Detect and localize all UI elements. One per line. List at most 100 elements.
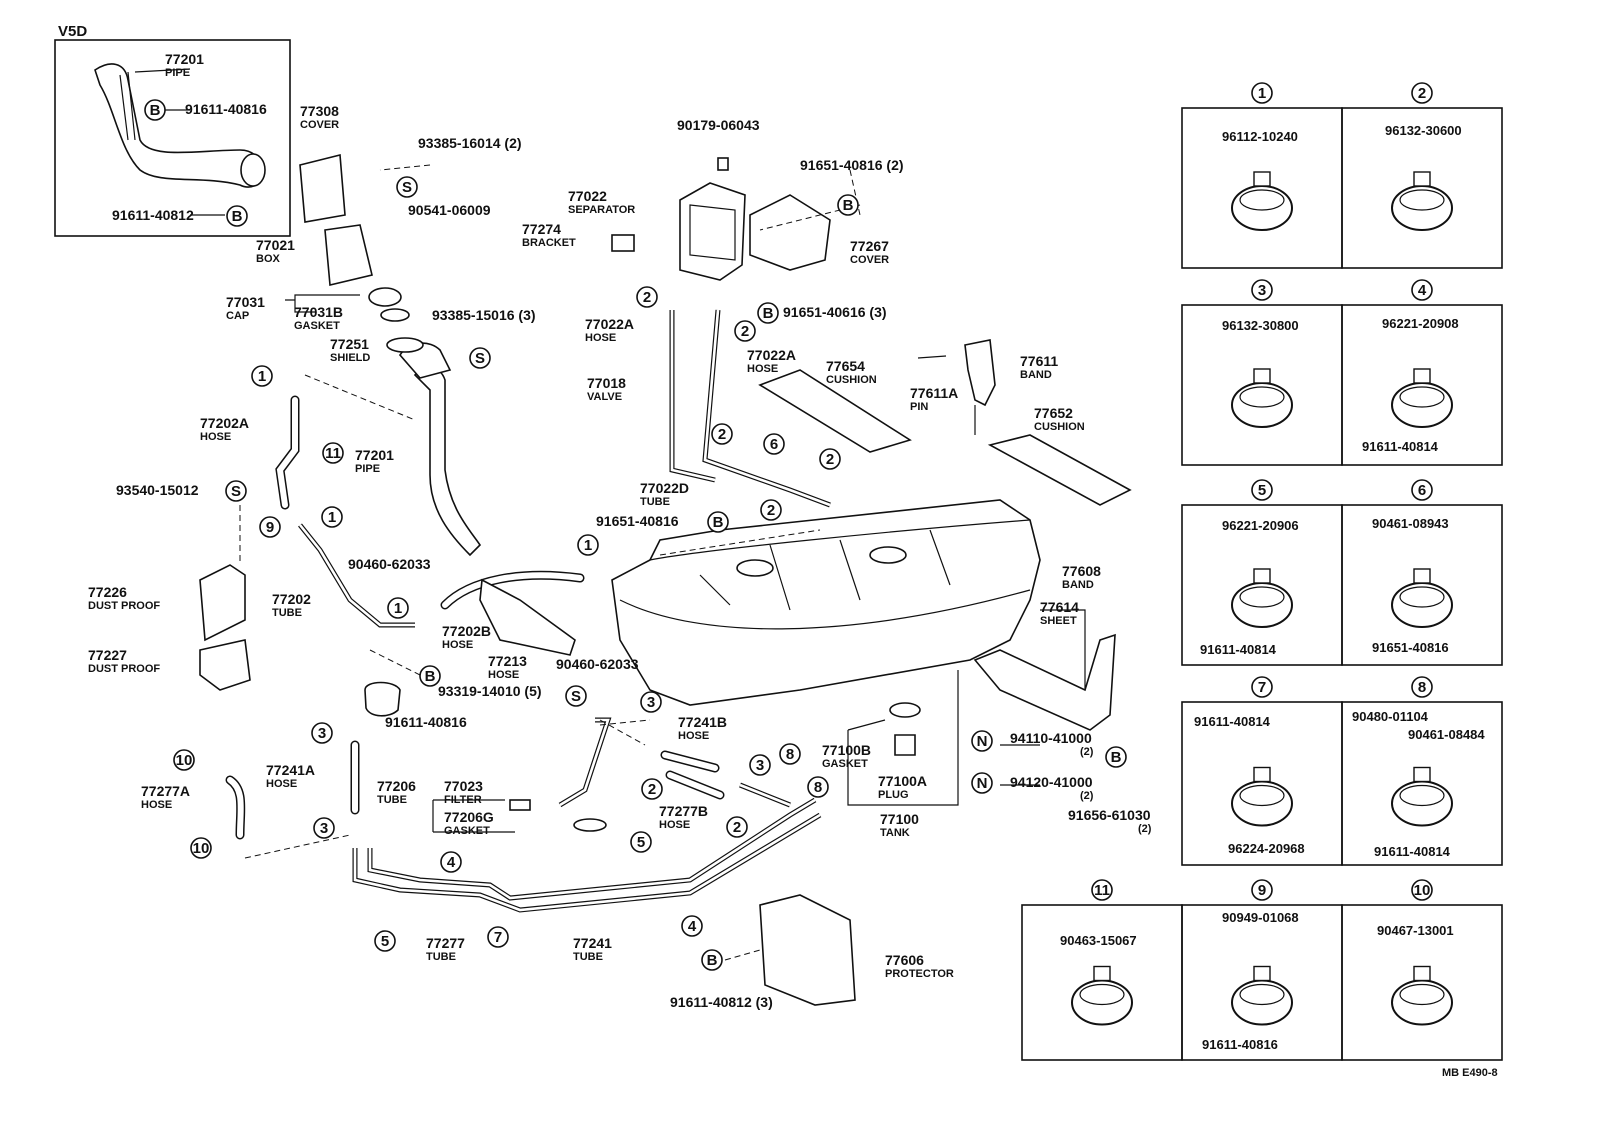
filler-pipe-main (299, 153, 482, 557)
cushion-77652 (987, 434, 1132, 506)
clamp-drawing (1391, 382, 1453, 428)
svg-text:6: 6 (1418, 482, 1426, 499)
svg-text:9: 9 (266, 519, 274, 536)
part-number-label: 77100B (822, 742, 871, 758)
clamp-ref-2-icon: 2 (819, 448, 841, 470)
svg-text:B: B (843, 197, 854, 214)
part-number-label: 77201 (355, 447, 394, 463)
tank-port-b (869, 546, 907, 564)
clamp-header-8-icon: 8 (1411, 676, 1433, 698)
part-name-label: HOSE (442, 639, 473, 651)
box-77021 (324, 224, 373, 286)
part-name-label: (2) (1080, 746, 1094, 758)
plug-77100a (894, 734, 916, 756)
svg-text:S: S (475, 350, 485, 367)
svg-text:S: S (402, 179, 412, 196)
clamp-drawing (1391, 780, 1453, 827)
svg-text:N: N (977, 775, 988, 792)
clamp-part-number: 90461-08484 (1408, 727, 1485, 742)
marker-s-icon: S (565, 685, 587, 707)
svg-text:2: 2 (741, 323, 749, 340)
tube-77206 (558, 717, 612, 808)
breather-line-inset (119, 71, 136, 141)
svg-text:2: 2 (1418, 85, 1426, 102)
part-number-label: 91611-40812 (3) (670, 994, 773, 1010)
svg-text:B: B (763, 305, 774, 322)
svg-text:1: 1 (258, 368, 266, 385)
part-name-label: VALVE (587, 391, 622, 403)
part-number-label: 77206G (444, 809, 494, 825)
pipe-77201 (413, 367, 482, 557)
part-number-label: 77202B (442, 623, 491, 639)
part-name-label: CUSHION (826, 374, 877, 386)
part-name-label: HOSE (747, 363, 778, 375)
clamp-part-number: 91611-40814 (1200, 642, 1277, 657)
separator-cover (749, 194, 831, 271)
svg-text:2: 2 (643, 289, 651, 306)
part-number-label: 91611-40812 (112, 207, 194, 223)
clamp-header-1-icon: 1 (1251, 82, 1273, 104)
clamp-ref-3-icon: 3 (640, 691, 662, 713)
part-name-label: PIPE (355, 463, 380, 475)
svg-text:11: 11 (325, 445, 341, 462)
part-name-label: BOX (256, 253, 281, 265)
part-name-label: FILTER (444, 794, 482, 806)
clamp-part-number: 91611-40814 (1362, 439, 1439, 454)
svg-text:3: 3 (1258, 282, 1266, 299)
separator-bracket (611, 234, 635, 252)
clamp-drawing (1231, 185, 1293, 231)
clamp-drawing (1391, 979, 1453, 1026)
clamp-header-10-icon: 10 (1411, 879, 1433, 901)
separator-cap (717, 157, 729, 171)
svg-text:5: 5 (381, 933, 389, 950)
band-77611 (964, 339, 996, 407)
clamp-ref-6-icon: 6 (763, 433, 785, 455)
clamp-part-number: 90467-13001 (1377, 923, 1454, 938)
tank-ribs (699, 529, 951, 611)
part-number-label: 77018 (587, 375, 626, 391)
leader-lines (134, 68, 1086, 833)
dust-proof-77227 (199, 639, 251, 691)
marker-n-icon: N (971, 730, 993, 752)
pipe-end-inset (240, 153, 266, 187)
clamp-header-3-icon: 3 (1251, 279, 1273, 301)
part-name-label: (2) (1138, 823, 1152, 835)
clamp-header-4-icon: 4 (1411, 279, 1433, 301)
separator-face (689, 204, 736, 261)
part-number-label: 77277B (659, 803, 708, 819)
part-number-label: 94110-41000 (1010, 730, 1092, 746)
part-number-label: 77654 (826, 358, 865, 374)
part-labels: 77201PIPE91611-4081691611-4081277308COVE… (88, 51, 1152, 1010)
clamp-cell-1: 96112-10240 (1181, 107, 1343, 269)
tank-body (611, 499, 1041, 706)
part-name-label: SHEET (1040, 615, 1077, 627)
svg-text:10: 10 (193, 840, 210, 857)
part-number-label: 77022A (747, 347, 796, 363)
marker-s-icon: S (469, 347, 491, 369)
part-number-label: 77274 (522, 221, 561, 237)
part-name-label: BRACKET (522, 237, 576, 249)
part-number-label: 77202A (200, 415, 249, 431)
clamp-drawing (1391, 185, 1453, 231)
svg-text:2: 2 (767, 502, 775, 519)
protector-77606 (759, 894, 856, 1006)
part-number-label: 77251 (330, 336, 369, 352)
marker-b-icon: B (226, 205, 248, 227)
tube-77241 (367, 797, 817, 901)
part-name-label: TUBE (640, 496, 670, 508)
inset-filler-pipe: V5D (54, 23, 291, 237)
cushion-77654 (758, 369, 912, 453)
part-number-label: 93540-15012 (116, 482, 199, 498)
part-name-label: DUST PROOF (88, 600, 160, 612)
marker-b-icon: B (419, 665, 441, 687)
svg-text:3: 3 (756, 757, 764, 774)
part-name-label: DUST PROOF (88, 663, 160, 675)
part-name-label: HOSE (678, 730, 709, 742)
part-name-label: SHIELD (330, 352, 370, 364)
svg-text:9: 9 (1258, 882, 1266, 899)
svg-text:1: 1 (394, 600, 402, 617)
part-name-label: HOSE (585, 332, 616, 344)
